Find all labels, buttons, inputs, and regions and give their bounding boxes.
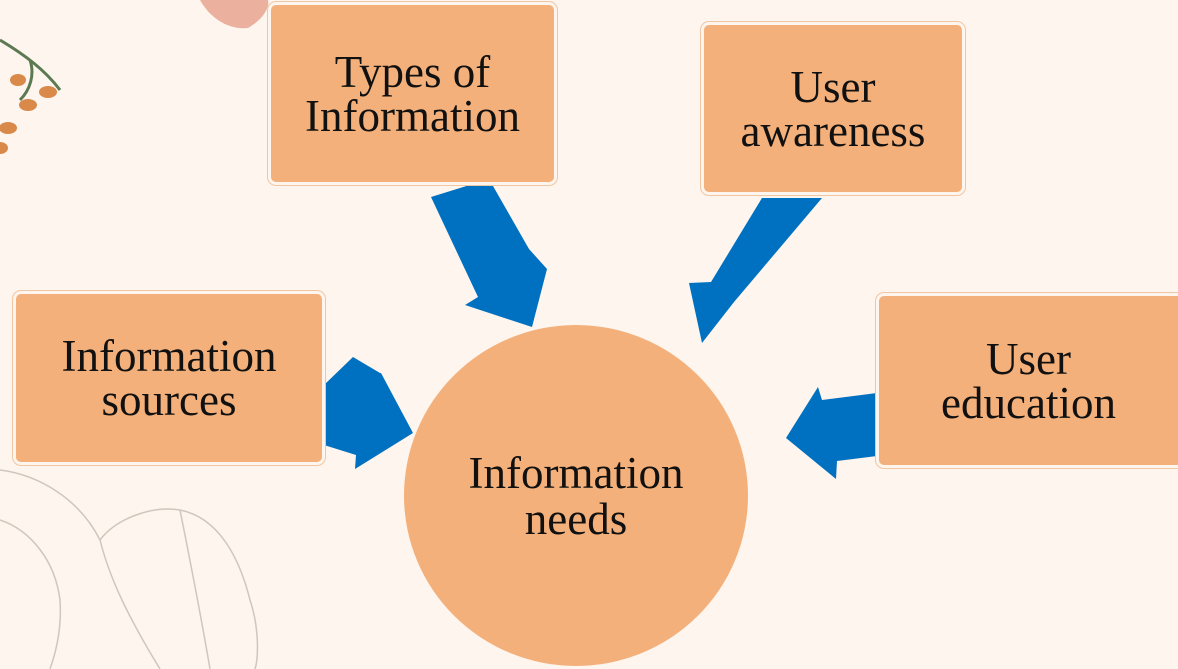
node-awareness-line1: User [790,61,876,112]
center-node-information-needs: Information needs [401,322,751,669]
arrow-awareness-to-needs [689,198,822,343]
center-line1: Information [468,447,684,498]
node-types-line1: Types of [334,46,491,97]
decorative-flower [0,0,269,154]
node-education-line2: education [941,377,1116,428]
node-user-awareness: User awareness [701,22,965,195]
node-awareness-line2: awareness [740,105,926,156]
center-line2: needs [524,493,628,544]
arrow-education-to-needs [786,387,877,479]
arrow-types-to-needs [431,179,547,327]
node-user-education: User education [876,293,1178,468]
node-types-of-information: Types of Information [268,2,557,185]
node-education-line1: User [986,333,1071,384]
node-information-sources: Information sources [13,291,325,465]
node-types-line2: Information [305,90,520,141]
node-sources-line2: sources [101,375,237,425]
arrow-sources-to-needs [324,357,413,469]
node-sources-line1: Information [61,331,277,381]
decorative-leaf-outline [0,469,259,669]
